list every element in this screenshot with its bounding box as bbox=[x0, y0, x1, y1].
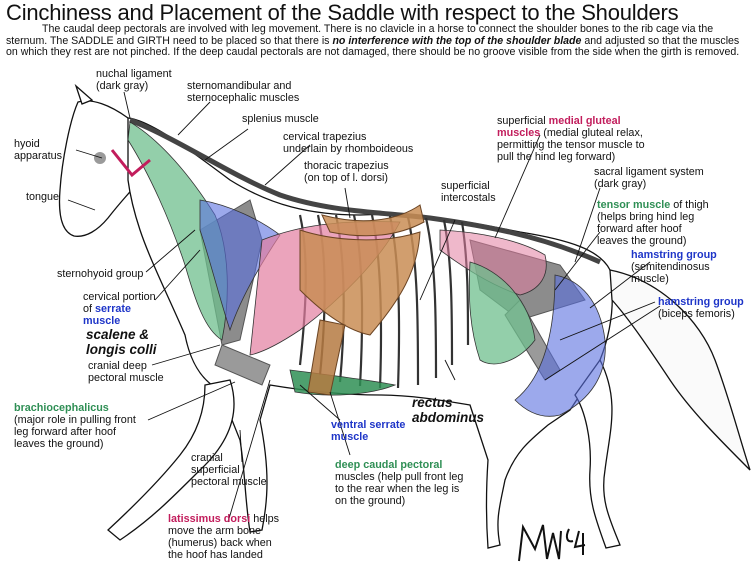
label-tensor-muscle: tensor muscle of thigh(helps bring hind … bbox=[597, 199, 709, 247]
label-sacral-ligament: sacral ligament system(dark gray) bbox=[594, 166, 704, 190]
label-tongue: tongue bbox=[26, 191, 60, 203]
label-brachiocephalicus: brachiocephalicus(major role in pulling … bbox=[14, 402, 136, 450]
medial-gluteal-muscle bbox=[439, 229, 547, 296]
horse-head bbox=[58, 100, 143, 237]
intro-text-2: and adjusted so that the muscles on whic… bbox=[6, 34, 740, 59]
tensor-muscle bbox=[468, 261, 536, 365]
label-hamstring-biceps: hamstring group(biceps femoris) bbox=[658, 296, 744, 320]
label-thoracic-trapezius: thoracic trapezius(on top of l. dorsi) bbox=[304, 160, 389, 184]
artist-signature bbox=[518, 523, 586, 562]
intro-text-1: The caudal deep pectorals are involved w… bbox=[6, 23, 714, 47]
label-nuchal-ligament: nuchal ligament(dark gray) bbox=[96, 68, 172, 92]
brachiocephalicus-muscle bbox=[127, 121, 228, 341]
horse-ear bbox=[74, 83, 94, 105]
girth-strap bbox=[307, 319, 346, 396]
tongue-shape bbox=[94, 152, 106, 164]
hamstring-muscles bbox=[514, 274, 606, 417]
intro-paragraph: The caudal deep pectorals are involved w… bbox=[6, 23, 748, 59]
horse-hind-leg-rear bbox=[574, 358, 621, 549]
hyoid-apparatus-shape bbox=[110, 149, 151, 178]
label-sternohyoid: sternohyoid group bbox=[57, 268, 144, 280]
leader-lines bbox=[67, 91, 661, 523]
horse-tail bbox=[609, 269, 751, 471]
label-splenius: splenius muscle bbox=[242, 113, 319, 125]
label-scalene-longis: scalene &longis colli bbox=[86, 327, 157, 357]
saddle bbox=[299, 204, 425, 396]
horse-front-leg-forward bbox=[107, 379, 235, 541]
intro-emphasis: no interference with the top of the shou… bbox=[332, 34, 582, 47]
cervical-serrate-muscle bbox=[199, 199, 281, 332]
humerus-bone bbox=[214, 344, 271, 386]
diagram-title: Cinchiness and Placement of the Saddle w… bbox=[6, 0, 679, 25]
